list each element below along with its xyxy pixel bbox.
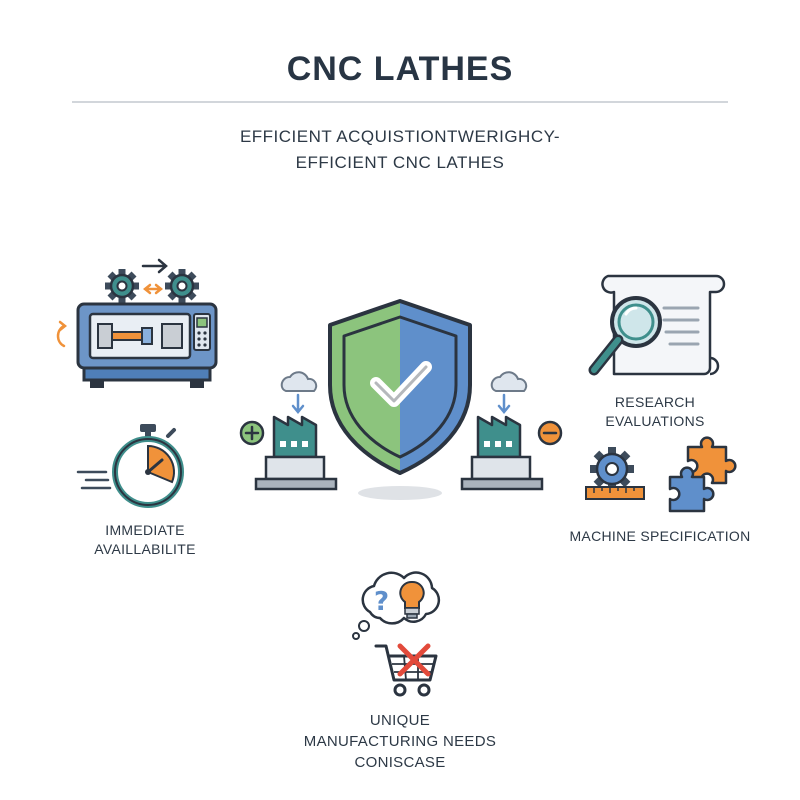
factory-left-group xyxy=(239,371,338,491)
thought-bubble-icon: ? xyxy=(352,571,441,640)
ruler-icon xyxy=(585,486,645,500)
cloud-icon xyxy=(280,371,318,392)
title-divider xyxy=(72,101,728,103)
machine-specification-label: MACHINE SPECIFICATION xyxy=(569,528,751,544)
subtitle-line-2: EFFICIENT CNC LATHES xyxy=(295,153,505,172)
minus-icon xyxy=(537,420,563,446)
swap-arrows-icon xyxy=(142,283,164,295)
factory-icon xyxy=(460,415,544,491)
subtitle: EFFICIENT ACQUISTIONTWERIGHCY- EFFICIENT… xyxy=(0,124,800,176)
question-mark-icon: ? xyxy=(374,587,389,617)
cloud-icon xyxy=(490,371,528,392)
research-evaluations-label: RESEARCH EVALUATIONS xyxy=(605,394,705,429)
arrow-down-icon xyxy=(291,393,305,414)
gear-icon xyxy=(165,269,199,303)
cross-icon xyxy=(397,643,431,677)
factory-icon xyxy=(254,415,338,491)
gear-icon xyxy=(590,447,634,491)
arrow-right-icon xyxy=(141,258,168,274)
gear-icon xyxy=(105,269,139,303)
unique-needs-label: UNIQUE MANUFACTURING NEEDS CONISCASE xyxy=(303,712,497,771)
immediate-availability-label: IMMEDIATE AVAILLABILITE xyxy=(94,522,196,557)
lightbulb-icon xyxy=(399,580,425,619)
machine-spec-icon-group xyxy=(585,436,737,513)
shopping-cart-icon xyxy=(374,643,438,697)
stopwatch-icon xyxy=(76,424,184,508)
cnc-lathe-icon xyxy=(56,302,218,388)
shield-shadow xyxy=(358,486,442,500)
arrow-down-icon xyxy=(497,393,511,414)
document-magnifier-icon xyxy=(588,274,726,376)
page-title: CNC LATHES xyxy=(286,50,514,88)
puzzle-icon xyxy=(668,436,737,513)
shield-check-icon xyxy=(328,299,472,500)
plus-icon xyxy=(239,420,265,446)
subtitle-line-1: EFFICIENT ACQUISTIONTWERIGHCY- xyxy=(239,127,561,146)
rotate-arrows-icon xyxy=(56,320,68,348)
factory-right-group xyxy=(460,371,563,491)
gears-icon-group xyxy=(105,258,199,303)
